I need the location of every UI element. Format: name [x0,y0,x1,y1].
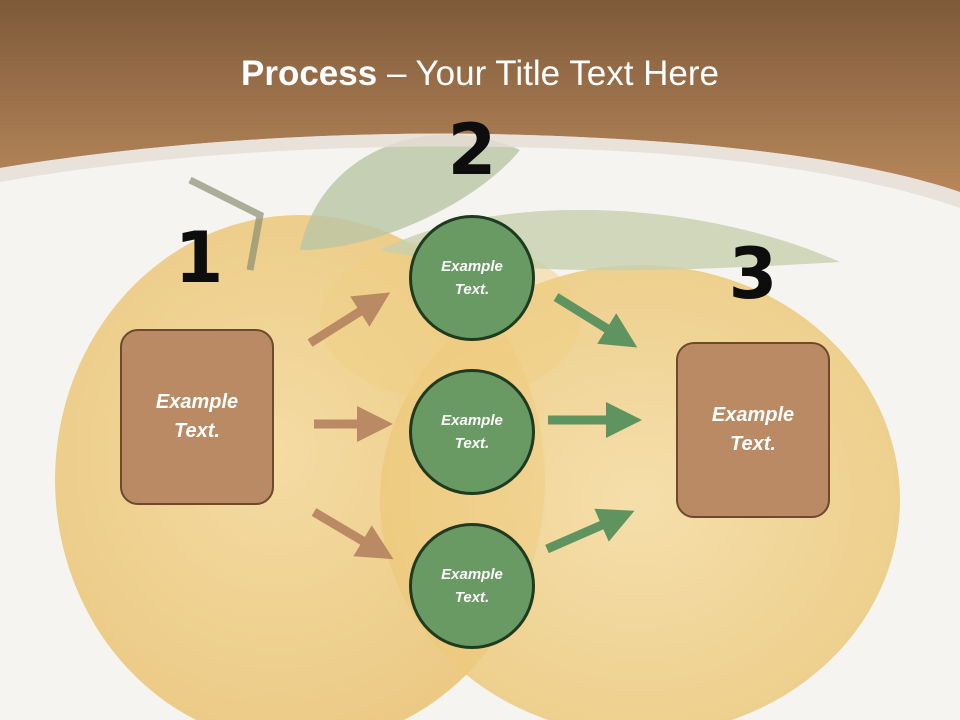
target-box[interactable]: Example Text. [676,342,830,518]
process-circle-2-text: Example Text. [441,412,503,452]
header-swoosh [0,133,960,208]
arrow-to-circle-3 [311,508,394,560]
process-circle-1-text: Example Text. [441,258,503,298]
step-number-2: 2 [447,109,497,191]
title-bold: Process [241,54,378,93]
process-circle-2[interactable]: Example Text. [409,369,535,495]
slide-title: Process – Your Title Text Here [0,52,960,96]
arrow-from-circle-3 [545,508,635,554]
process-circle-3[interactable]: Example Text. [409,523,535,649]
source-box-text: Example Text. [155,391,239,442]
stem-image [188,176,264,271]
source-box[interactable]: Example Text. [120,329,274,505]
process-circle-1[interactable]: Example Text. [409,215,535,341]
arrow-to-circle-1 [307,292,391,347]
step-number-1: 1 [174,217,224,299]
step-number-3: 3 [728,233,778,315]
title-rest: – Your Title Text Here [377,54,719,93]
process-circle-3-text: Example Text. [441,566,503,606]
header-band [0,0,960,192]
arrow-from-circle-1 [553,293,638,348]
leaf-image [300,134,520,250]
target-box-text: Example Text. [711,404,795,455]
